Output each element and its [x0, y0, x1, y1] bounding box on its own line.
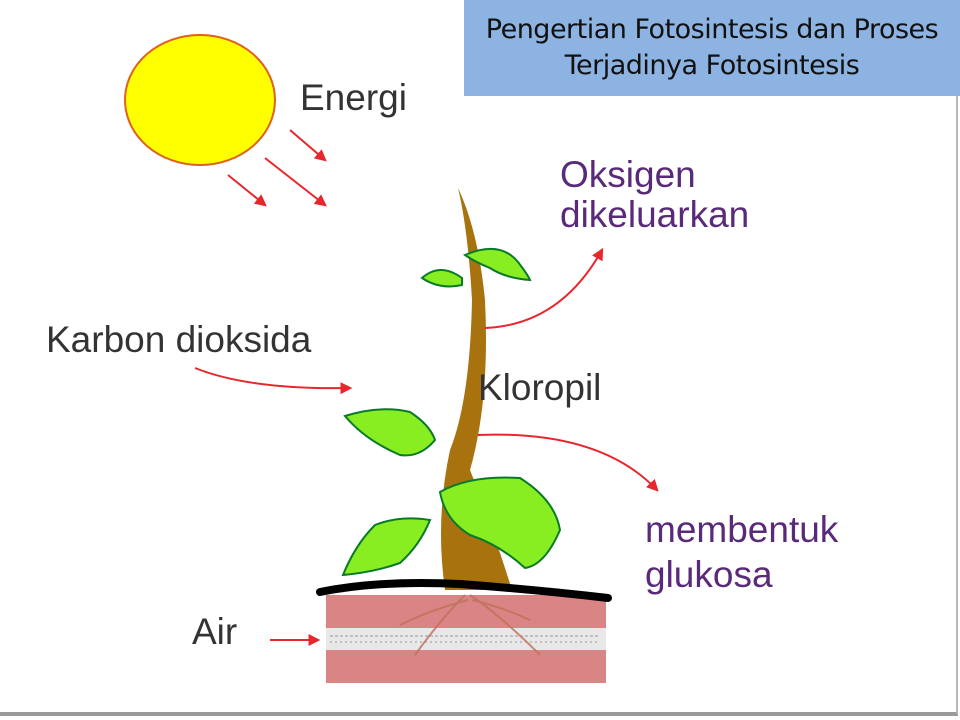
carbon-dioxide-label: Karbon dioksida: [46, 319, 312, 360]
oxygen-label-line-1: Oksigen: [560, 154, 696, 195]
oxygen-label-line-2: dikeluarkan: [560, 194, 750, 235]
title-line-1: Pengertian Fotosintesis dan Proses: [485, 14, 939, 45]
slide-title: Pengertian Fotosintesis dan Proses Terja…: [464, 0, 960, 96]
sun-icon: [124, 34, 276, 166]
glucose-label-line-1: membentuk: [645, 509, 839, 550]
sun-ray-arrows: [227, 129, 327, 207]
ground-line: [316, 579, 612, 602]
glucose-label-line-2: glukosa: [645, 554, 773, 595]
title-line-2: Terjadinya Fotosintesis: [564, 50, 860, 81]
soil-block: [326, 595, 606, 683]
roots: [399, 594, 541, 656]
process-arrows: [194, 247, 659, 646]
energy-label: Energi: [300, 77, 407, 118]
chlorophyll-label: Kloropil: [478, 367, 602, 408]
water-label: Air: [192, 611, 238, 652]
leaves: [341, 247, 562, 577]
